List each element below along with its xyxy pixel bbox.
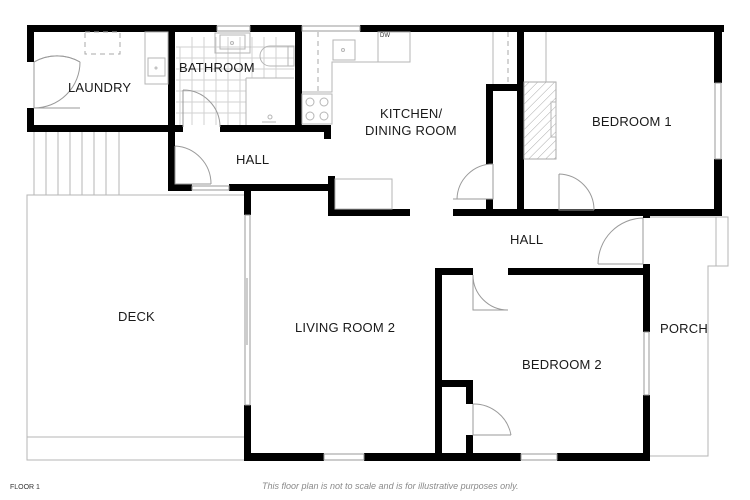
room-label-hall-upper: HALL	[236, 152, 270, 167]
deck-stairs	[33, 129, 120, 196]
room-label-laundry: LAUNDRY	[68, 80, 132, 95]
bathroom-tiles	[176, 37, 294, 125]
dishwasher-label: DW	[380, 33, 390, 39]
room-label-hall-lower: HALL	[510, 232, 544, 247]
porch-outline	[650, 216, 729, 457]
room-label-bedroom-2: BEDROOM 2	[522, 357, 602, 372]
laundry-fixtures	[84, 31, 169, 85]
room-label-bathroom: BATHROOM	[179, 60, 255, 75]
room-label-bedroom-1: BEDROOM 1	[592, 114, 672, 129]
room-label-porch: PORCH	[660, 321, 708, 336]
room-label-kitchen-line2: DINING ROOM	[365, 123, 457, 138]
kitchen-fixtures	[301, 31, 509, 210]
disclaimer-text: This floor plan is not to scale and is f…	[262, 481, 519, 491]
room-label-kitchen-line1: KITCHEN/	[380, 106, 443, 121]
doors	[33, 55, 644, 436]
deck-outline	[26, 194, 246, 461]
room-label-living-room-2: LIVING ROOM 2	[295, 320, 396, 335]
windows	[191, 25, 722, 461]
fireplace	[523, 32, 557, 160]
walls	[27, 25, 724, 461]
room-label-deck: DECK	[118, 309, 155, 324]
floor-label: FLOOR 1	[10, 484, 40, 491]
bathroom-fixtures	[214, 32, 295, 123]
